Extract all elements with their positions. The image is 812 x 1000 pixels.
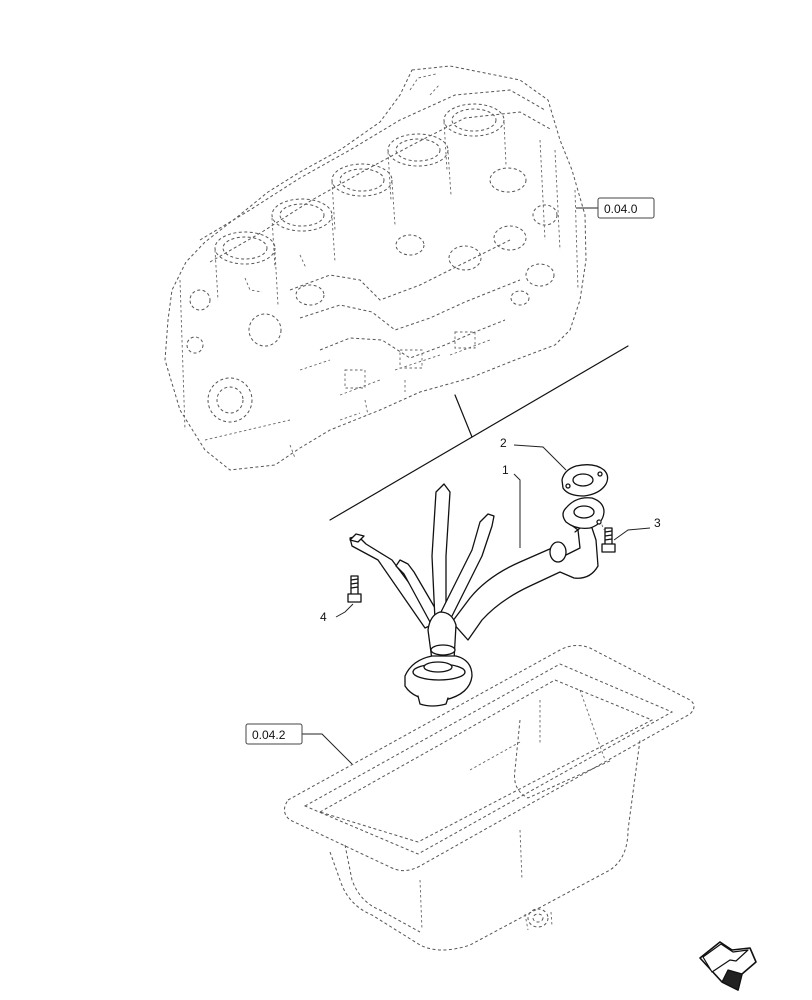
oil-sump-phantom bbox=[284, 644, 695, 951]
callout-2: 2 bbox=[500, 436, 567, 471]
gasket-part bbox=[561, 464, 609, 497]
callout-3: 3 bbox=[613, 516, 661, 541]
callout-number-2: 2 bbox=[500, 436, 507, 450]
oil-pickup-tube bbox=[349, 483, 605, 707]
orientation-arrow-icon bbox=[699, 941, 757, 991]
screw-part-4 bbox=[347, 575, 362, 603]
callout-4: 4 bbox=[320, 603, 354, 624]
reference-label-engine-block: 0.04.0 bbox=[604, 202, 638, 216]
engine-block-phantom bbox=[164, 65, 587, 471]
reference-engine-block[interactable]: 0.04.0 bbox=[576, 197, 655, 219]
section-break-line bbox=[329, 345, 629, 521]
callout-number-4: 4 bbox=[320, 610, 327, 624]
reference-label-oil-sump: 0.04.2 bbox=[252, 728, 286, 742]
callout-1: 1 bbox=[502, 463, 521, 548]
callout-number-3: 3 bbox=[654, 516, 661, 530]
reference-oil-sump[interactable]: 0.04.2 bbox=[245, 723, 353, 765]
screw-part-3 bbox=[599, 519, 616, 553]
callout-number-1: 1 bbox=[502, 463, 509, 477]
